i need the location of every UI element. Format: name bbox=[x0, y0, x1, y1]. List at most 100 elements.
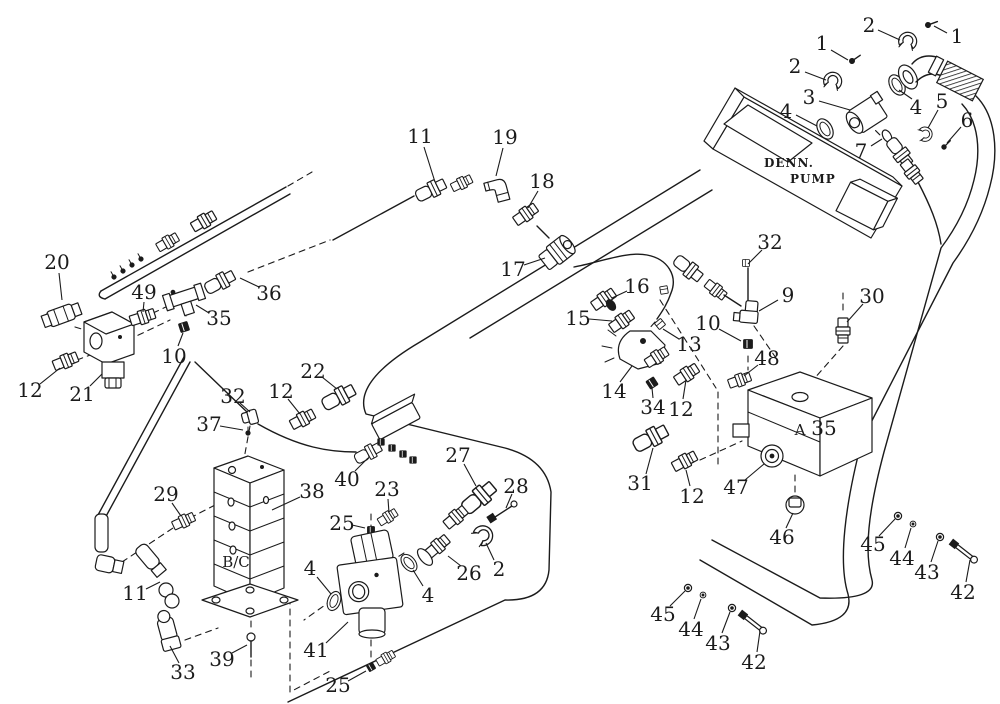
fitting-25b bbox=[374, 648, 397, 668]
callout-39: 39 bbox=[209, 647, 234, 671]
clip-c bbox=[126, 258, 136, 269]
valve-41-body bbox=[336, 556, 404, 616]
callout-25: 25 bbox=[329, 511, 354, 535]
leader-line-32 bbox=[239, 402, 251, 413]
elbow-flange-3 bbox=[845, 90, 888, 134]
tube-upper-left bbox=[98, 171, 313, 300]
clamp-half-2b bbox=[821, 69, 845, 92]
hose32-group bbox=[670, 252, 851, 391]
leader-line-13 bbox=[662, 328, 680, 340]
leader-line-31 bbox=[645, 447, 654, 475]
callout-1: 1 bbox=[951, 24, 964, 48]
chain-22 bbox=[240, 380, 421, 467]
washer-45a bbox=[893, 511, 903, 521]
callout-9: 9 bbox=[782, 283, 795, 307]
leader-line-37 bbox=[219, 425, 244, 431]
leader-line-30 bbox=[846, 303, 864, 323]
leader-line-15 bbox=[588, 318, 613, 322]
hose-17-manifold bbox=[573, 253, 674, 320]
bar-plug-d bbox=[409, 456, 417, 464]
leader-line-25 bbox=[347, 670, 367, 682]
fitting-11b bbox=[448, 172, 475, 194]
leader-line-11 bbox=[423, 146, 436, 183]
leader-line-2 bbox=[877, 29, 901, 41]
callout-11: 11 bbox=[122, 581, 147, 605]
leader-line-42 bbox=[756, 630, 761, 653]
leader-line-34 bbox=[651, 387, 654, 399]
manifold-group bbox=[588, 285, 702, 390]
fitting-36 bbox=[201, 267, 238, 298]
callout-36: 36 bbox=[256, 281, 281, 305]
callout-31: 31 bbox=[627, 471, 652, 495]
screw-28 bbox=[486, 500, 518, 524]
hose-clip-13b bbox=[659, 285, 669, 295]
callout-16: 16 bbox=[624, 274, 649, 298]
callout-A: A bbox=[794, 421, 806, 439]
callout-B/C: B/C bbox=[222, 553, 250, 571]
loop-left bbox=[287, 169, 701, 703]
suction-line-parts bbox=[412, 172, 579, 273]
callout-14: 14 bbox=[601, 379, 626, 403]
callout-47: 47 bbox=[723, 475, 748, 499]
fitting-49 bbox=[127, 306, 158, 329]
leader-line-43 bbox=[930, 540, 939, 563]
leader-line-1 bbox=[933, 25, 948, 34]
callout-20: 20 bbox=[44, 250, 69, 274]
elbow-9 bbox=[732, 300, 759, 325]
fitting-12-mid bbox=[671, 360, 702, 388]
elbow-lower-left bbox=[94, 554, 125, 575]
callout-12: 12 bbox=[17, 378, 42, 402]
fitting-25-bottom bbox=[365, 661, 377, 673]
hose-fitting-11 bbox=[412, 175, 449, 205]
fitting-13 bbox=[653, 317, 667, 331]
leader-line-47 bbox=[744, 463, 765, 481]
callout-42: 42 bbox=[741, 650, 766, 674]
washer-44a bbox=[909, 520, 917, 528]
callout-21: 21 bbox=[69, 382, 94, 406]
callout-22: 22 bbox=[300, 359, 325, 383]
callout-12: 12 bbox=[668, 397, 693, 421]
valve-41-group bbox=[324, 506, 404, 673]
callout-46: 46 bbox=[769, 525, 794, 549]
callout-18: 18 bbox=[529, 169, 554, 193]
hose-36-to-11 bbox=[247, 239, 331, 273]
callout-4: 4 bbox=[780, 99, 793, 123]
leader-line-33 bbox=[169, 645, 180, 664]
callout-2: 2 bbox=[493, 557, 506, 581]
leader-line-23 bbox=[387, 498, 390, 514]
clamp-5 bbox=[917, 125, 934, 143]
callout-17: 17 bbox=[500, 257, 525, 281]
fitting-22 bbox=[318, 380, 359, 414]
leader-line-45 bbox=[669, 590, 686, 607]
leader-line-27 bbox=[463, 463, 477, 487]
fitting-32b bbox=[702, 277, 729, 303]
nut-43a bbox=[935, 532, 945, 542]
tee-35 bbox=[161, 282, 207, 317]
callout-28: 28 bbox=[503, 474, 528, 498]
callout-4: 4 bbox=[304, 556, 317, 580]
callout-43: 43 bbox=[914, 560, 939, 584]
callout-4: 4 bbox=[422, 583, 435, 607]
pipe-left-b bbox=[97, 356, 185, 516]
elbow-33 bbox=[156, 609, 182, 652]
callout-12: 12 bbox=[679, 484, 704, 508]
screw-1b bbox=[847, 52, 863, 66]
plug-10-left bbox=[177, 320, 191, 334]
leader-line-1 bbox=[830, 49, 849, 61]
fitting-16-seal bbox=[605, 299, 617, 311]
callout-44: 44 bbox=[678, 617, 703, 641]
leader-line-49 bbox=[142, 301, 145, 313]
pump-hose-right-inner bbox=[711, 103, 979, 599]
callout-49: 49 bbox=[131, 280, 156, 304]
leader-line-25 bbox=[351, 524, 366, 529]
hose-fitting-31 bbox=[629, 421, 672, 456]
pump-port-hose bbox=[917, 181, 942, 245]
callout-26: 26 bbox=[456, 561, 481, 585]
callout-34: 34 bbox=[640, 395, 665, 419]
callout-1: 1 bbox=[816, 31, 829, 55]
clamp-half-2a bbox=[896, 29, 920, 52]
loop-left-partner bbox=[469, 189, 713, 339]
leader-line-2 bbox=[485, 542, 495, 561]
clip-d bbox=[135, 252, 145, 263]
leader-line-12 bbox=[39, 367, 61, 385]
